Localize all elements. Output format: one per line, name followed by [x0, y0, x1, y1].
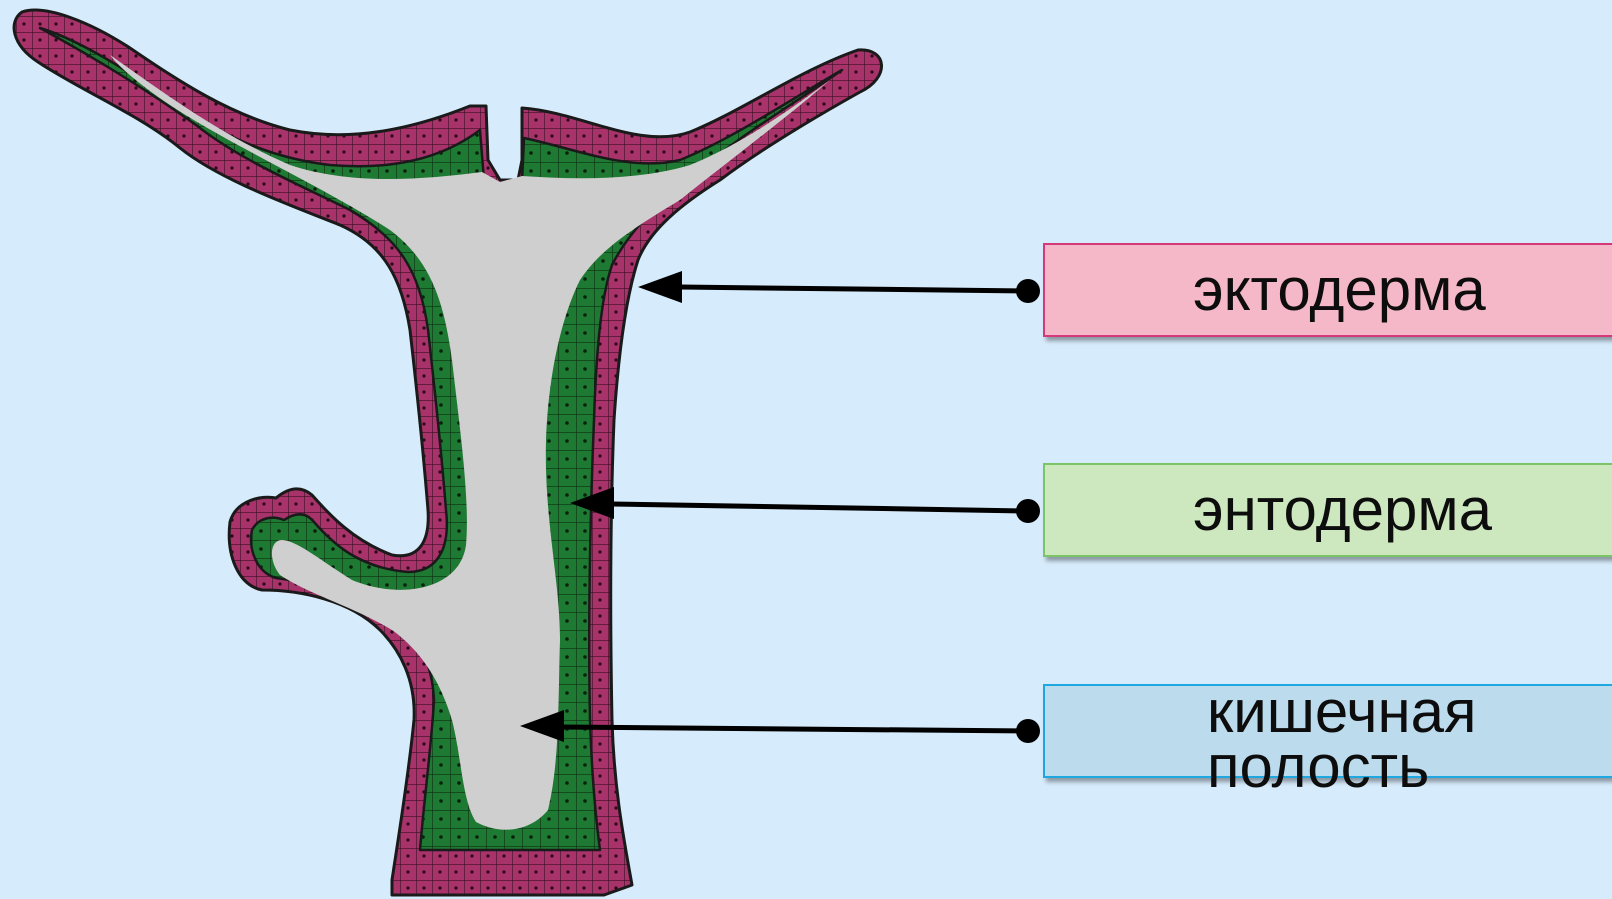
arrow-endoderm	[570, 487, 1040, 523]
arrow-ectoderm	[638, 271, 1040, 303]
label-endoderm: энтодерма	[1043, 463, 1612, 557]
label-endoderm-text: энтодерма	[1045, 474, 1612, 546]
label-gut-cavity: кишечная полость	[1043, 684, 1612, 778]
label-gut-cavity-text: кишечная полость	[1045, 684, 1612, 794]
label-ectoderm-text: эктодерма	[1045, 254, 1612, 326]
label-ectoderm: эктодерма	[1043, 243, 1612, 337]
